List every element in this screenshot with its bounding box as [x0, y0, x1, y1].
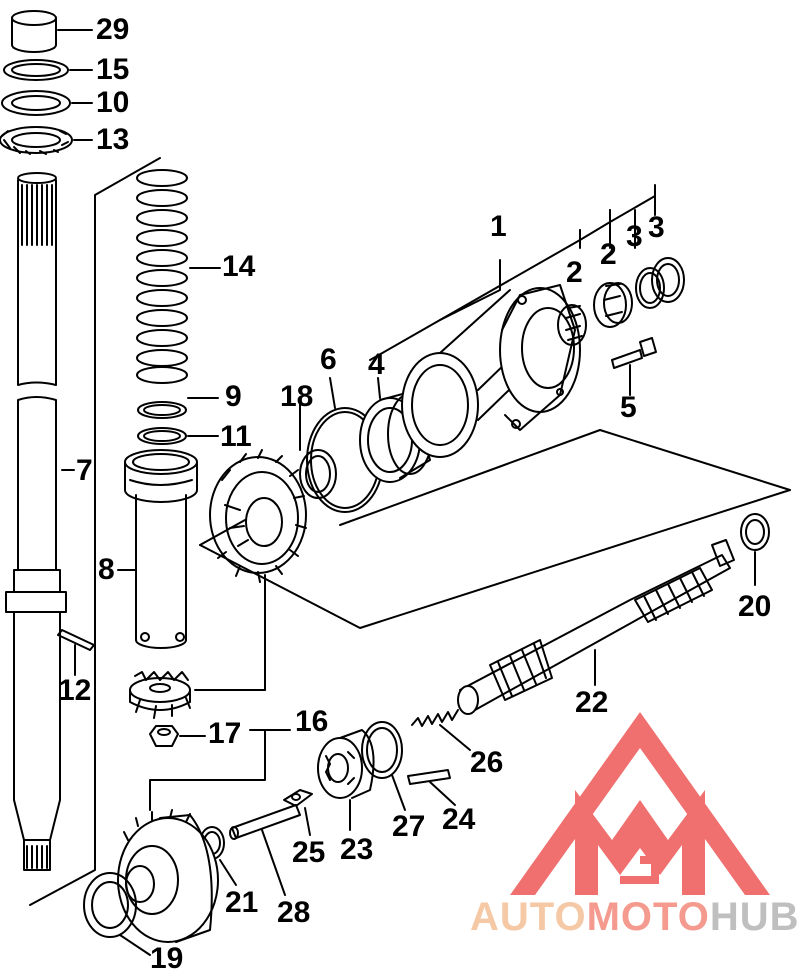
logo-m-mark [575, 790, 705, 895]
part-label-22: 22 [575, 686, 609, 719]
part-label-29: 29 [96, 13, 130, 46]
washer-20 [740, 513, 770, 586]
bearing-housing-1 [401, 284, 581, 458]
shim-15 [3, 59, 93, 81]
pin-28 [229, 804, 301, 896]
ring-3a [635, 267, 665, 309]
ring-3b [651, 257, 685, 303]
watermark-hub: HUB [709, 895, 800, 939]
forward-gear [209, 449, 307, 583]
thrust-bearing-13 [0, 126, 93, 155]
pinion-gear-16 [129, 671, 191, 719]
nut-17 [149, 725, 206, 747]
part-label-4: 4 [368, 348, 385, 381]
propeller-shaft-22 [457, 539, 735, 715]
o-ring-18 [299, 399, 337, 499]
drive-shaft-7 [5, 172, 75, 871]
watermark-moto: MOTO [586, 895, 710, 939]
part-label-6: 6 [320, 343, 337, 376]
assembly-frame [199, 429, 791, 629]
spring-14 [136, 169, 221, 384]
watermark-text: AUTOMOTOHUB [470, 895, 800, 940]
part-label-15: 15 [96, 53, 130, 86]
part-label-14: 14 [222, 250, 256, 283]
bolt-5 [611, 337, 657, 396]
needle-bearing-2b [593, 282, 633, 328]
logo-triangle-outer [510, 712, 770, 895]
part-label-13: 13 [96, 123, 130, 156]
part-label-28: 28 [277, 896, 311, 929]
pin-12 [57, 629, 95, 676]
part-label-12: 12 [58, 674, 92, 707]
part-label-23: 23 [340, 833, 374, 866]
part-label-20: 20 [738, 590, 772, 623]
part-label-19: 19 [150, 942, 184, 975]
cross-pin-25 [283, 789, 313, 836]
part-label-24: 24 [442, 803, 476, 836]
part-label-9: 9 [225, 380, 242, 413]
part-label-16: 16 [295, 705, 329, 738]
needle-bearing-2a [557, 304, 587, 346]
shim-19 [83, 872, 151, 956]
part-label-5: 5 [620, 391, 637, 424]
pin-24 [407, 769, 456, 806]
part-label-26: 26 [470, 746, 504, 779]
clip-11 [137, 427, 219, 445]
part-label-1: 1 [490, 210, 507, 243]
ring-27 [361, 721, 406, 811]
bushing-29 [11, 10, 93, 53]
part-label-7: 7 [76, 454, 93, 487]
part-label-18: 18 [280, 380, 314, 413]
watermark-auto: AUTO [470, 895, 587, 939]
automotohub-logo [510, 712, 770, 895]
sleeve-8 [117, 449, 198, 649]
part-label-2b: 2 [600, 238, 617, 271]
bracket-top-right [369, 184, 656, 361]
logo-g-mark [620, 856, 659, 884]
ring-9 [137, 397, 219, 419]
part-label-17: 17 [208, 717, 242, 750]
part-label-3b: 3 [648, 211, 665, 244]
part-label-21: 21 [225, 886, 259, 919]
part-label-27: 27 [392, 810, 426, 843]
bracket-16 [29, 157, 291, 906]
part-label-2a: 2 [566, 256, 583, 289]
part-label-8: 8 [98, 553, 115, 586]
washer-10 [1, 90, 93, 116]
part-label-11: 11 [220, 420, 252, 453]
clutch-23 [317, 729, 375, 831]
part-label-3a: 3 [626, 220, 643, 253]
part-label-25: 25 [292, 836, 326, 869]
part-label-10: 10 [96, 86, 130, 119]
spring-26 [411, 709, 471, 751]
